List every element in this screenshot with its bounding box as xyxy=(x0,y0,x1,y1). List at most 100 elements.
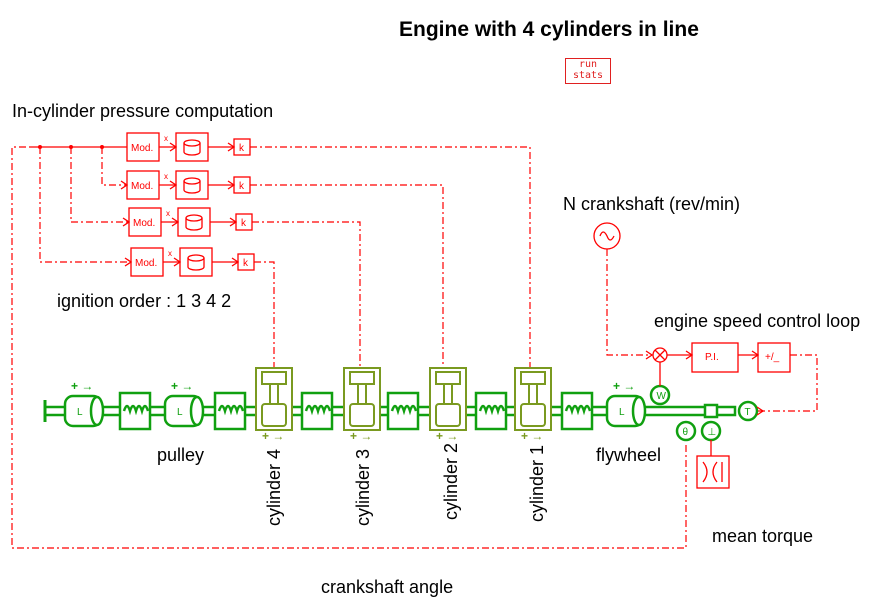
plus-arrow-icon: + → xyxy=(521,429,543,443)
gain-label: k xyxy=(239,181,245,192)
flywheel-label: flywheel xyxy=(596,445,662,465)
cylinder-4-label: cylinder 4 xyxy=(264,448,284,526)
cylinder-1-label: cylinder 1 xyxy=(527,444,547,522)
stats-label: stats xyxy=(572,70,604,81)
mod-label: Mod. xyxy=(131,143,153,154)
crank-icon xyxy=(261,403,287,427)
con-rod-icon xyxy=(528,383,538,405)
inertia-label: L xyxy=(177,407,183,418)
drum-icon xyxy=(185,214,203,222)
drum-icon xyxy=(183,177,201,185)
sum-cross-icon xyxy=(654,349,666,361)
mod-label: Mod. xyxy=(135,258,157,269)
drum-icon xyxy=(183,143,201,156)
ignition-branch-line xyxy=(70,147,129,223)
speed-sensor-label: W xyxy=(657,391,667,402)
ignition-branch-line xyxy=(101,147,127,186)
cylinder-volume-block-2[interactable] xyxy=(175,170,209,200)
ignition-branch-line xyxy=(39,147,131,263)
crank-icon xyxy=(349,403,375,427)
drum-icon xyxy=(187,254,205,262)
crank-icon xyxy=(520,403,546,427)
cylinder-volume-block-4[interactable] xyxy=(179,247,213,277)
inertia-face xyxy=(189,395,205,427)
torque-source-label: T xyxy=(745,407,751,418)
plus-arrow-icon: + → xyxy=(171,379,193,393)
spring-coil-icon xyxy=(390,404,418,416)
angle-sensor[interactable] xyxy=(675,420,697,442)
gain-label: k xyxy=(239,143,245,154)
drum-icon xyxy=(183,181,201,194)
plus-arrow-icon: + → xyxy=(613,379,635,393)
speed-setpoint-line xyxy=(606,249,652,356)
spring-coil-icon xyxy=(304,404,332,416)
drum-icon xyxy=(187,258,205,271)
spring-coil-icon xyxy=(217,404,245,416)
speed-control-label: engine speed control loop xyxy=(654,311,861,331)
spring-coil-icon xyxy=(564,404,592,416)
pi-label: P.I. xyxy=(705,352,719,363)
inertia-face xyxy=(631,395,647,427)
spring-coil-icon xyxy=(478,404,506,416)
drum-icon xyxy=(183,139,201,147)
cylinder-volume-block-3[interactable] xyxy=(177,207,211,237)
plus-arrow-icon: + → xyxy=(436,429,458,443)
crankshaft-angle-label: crankshaft angle xyxy=(321,577,454,597)
ignition-order-label: ignition order : 1 3 4 2 xyxy=(57,291,232,311)
run-label: run xyxy=(578,59,598,70)
con-rod-icon xyxy=(357,383,367,405)
arrow-icon xyxy=(756,406,765,416)
arrow-icon xyxy=(645,350,654,360)
piston-icon xyxy=(349,371,375,385)
torque-sensor-label: ⊥ xyxy=(708,427,717,438)
pressure-computation-label: In-cylinder pressure computation xyxy=(12,101,274,121)
page-title: Engine with 4 cylinders in line xyxy=(399,18,699,41)
spring-coil-icon xyxy=(122,404,150,416)
con-rod-icon xyxy=(443,383,453,405)
drum-icon xyxy=(185,218,203,231)
sign-label: +/_ xyxy=(765,352,780,363)
torque-source[interactable] xyxy=(737,400,759,422)
gain-label: k xyxy=(241,218,247,229)
crank-icon xyxy=(435,403,461,427)
multiply-label: x xyxy=(168,249,172,258)
gain-label: k xyxy=(243,258,249,269)
pressure-signal-line xyxy=(250,146,531,368)
wave-icon xyxy=(599,231,615,241)
piston-icon xyxy=(261,371,287,385)
cylinder-3-label: cylinder 3 xyxy=(353,448,373,526)
plus-arrow-icon: + → xyxy=(71,379,93,393)
cylinder-2-label: cylinder 2 xyxy=(441,442,461,520)
pressure-signal-line xyxy=(252,221,361,368)
multiply-label: x xyxy=(164,134,168,143)
pressure-signal-line xyxy=(250,184,444,368)
mod-label: Mod. xyxy=(133,218,155,229)
shaft-node xyxy=(703,403,719,419)
mod-label: Mod. xyxy=(131,181,153,192)
plus-arrow-icon: + → xyxy=(262,429,284,443)
mean-torque-block[interactable] xyxy=(696,455,730,489)
pressure-signal-line xyxy=(254,261,275,368)
piston-icon xyxy=(520,371,546,385)
con-rod-icon xyxy=(269,383,279,405)
inertia-label: L xyxy=(619,407,625,418)
mean-icon xyxy=(702,461,723,483)
cylinder-volume-block-1[interactable] xyxy=(175,132,209,162)
angle-sensor-label: θ xyxy=(683,427,689,438)
n-crankshaft-label: N crankshaft (rev/min) xyxy=(563,194,741,214)
piston-icon xyxy=(435,371,461,385)
pi-controller-block[interactable] xyxy=(691,342,739,373)
crankshaft-angle-line xyxy=(11,146,687,549)
pulley-label: pulley xyxy=(157,445,205,465)
sign-block[interactable] xyxy=(757,342,791,373)
plus-arrow-icon: + → xyxy=(350,429,372,443)
multiply-label: x xyxy=(164,172,168,181)
inertia-face xyxy=(89,395,105,427)
torque-command-line xyxy=(757,354,818,412)
multiply-label: x xyxy=(166,209,170,218)
inertia-label: L xyxy=(77,407,83,418)
mean-torque-label: mean torque xyxy=(712,526,814,546)
